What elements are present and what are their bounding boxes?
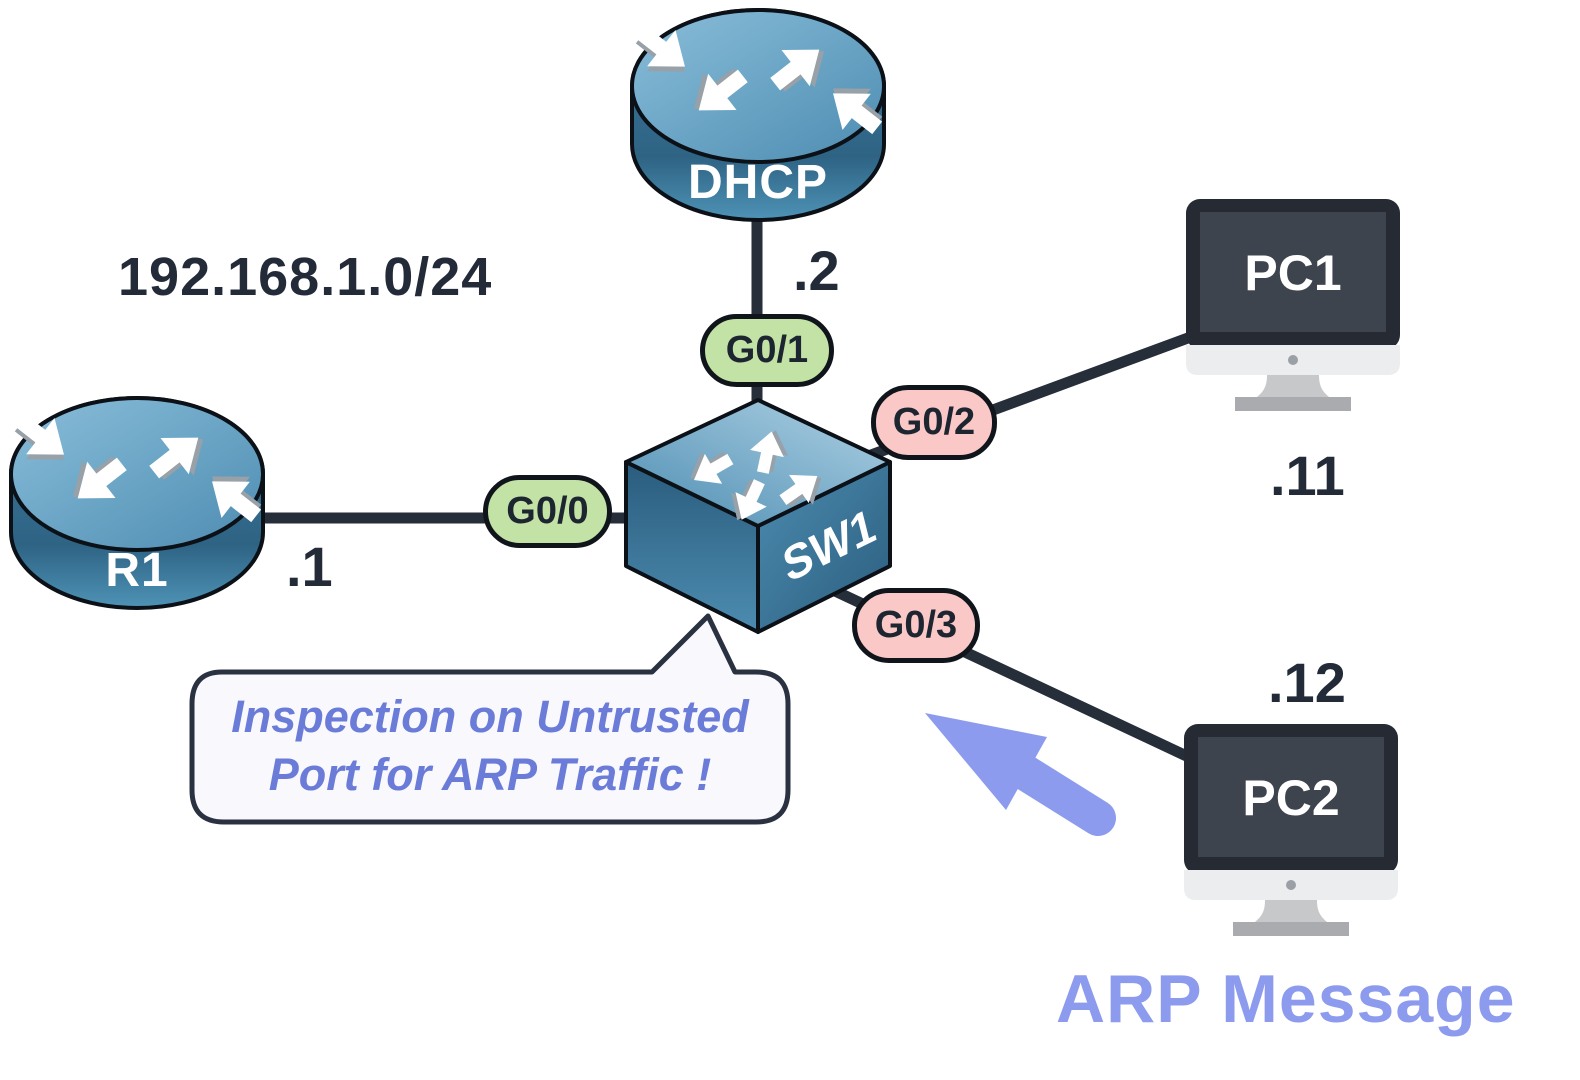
pc2: PC2	[1183, 723, 1399, 939]
port-label: G0/3	[874, 604, 958, 646]
router-r1: R1	[6, 392, 268, 616]
callout-line-1: Inspection on Untrusted	[231, 690, 749, 742]
pc1: PC1	[1185, 198, 1401, 414]
pc-icon	[1186, 199, 1400, 411]
dhcp-ip-label: .2	[793, 239, 840, 302]
port-badge-g0-3: G0/3	[852, 588, 980, 663]
router-dhcp: DHCP	[627, 4, 889, 228]
dhcp-label: DHCP	[687, 156, 828, 209]
r1-ip-label: .1	[286, 535, 333, 598]
callout-line-2: Port for ARP Traffic !	[268, 749, 712, 800]
port-badge-g0-2: G0/2	[871, 385, 997, 460]
port-badge-g0-1: G0/1	[700, 314, 834, 387]
callout-bubble	[189, 613, 791, 825]
router-icon	[6, 396, 268, 610]
port-label: G0/2	[892, 401, 976, 443]
arp-arrow	[925, 713, 1116, 836]
pc-icon	[1184, 724, 1398, 936]
callout-text: Inspection on Untrusted Port for ARP Tra…	[196, 674, 784, 818]
switch-icon	[624, 398, 892, 634]
pc2-ip-label: .12	[1268, 651, 1346, 714]
switch-sw1: SW1	[622, 396, 894, 636]
pc1-label: PC1	[1244, 245, 1342, 301]
pc2-label: PC2	[1242, 770, 1340, 826]
port-label: G0/1	[725, 329, 809, 371]
pc1-ip-label: .11	[1270, 444, 1345, 507]
arp-message-label: ARP Message	[1056, 961, 1516, 1037]
subnet-label: 192.168.1.0/24	[118, 247, 493, 307]
router-icon	[627, 8, 889, 222]
port-label: G0/0	[506, 490, 589, 532]
port-badge-g0-0: G0/0	[483, 475, 612, 548]
pc-camera-dot-icon	[1286, 880, 1296, 890]
arp-arrow-shaft	[1008, 755, 1116, 836]
r1-label: R1	[105, 544, 169, 597]
pc-camera-dot-icon	[1288, 355, 1298, 365]
